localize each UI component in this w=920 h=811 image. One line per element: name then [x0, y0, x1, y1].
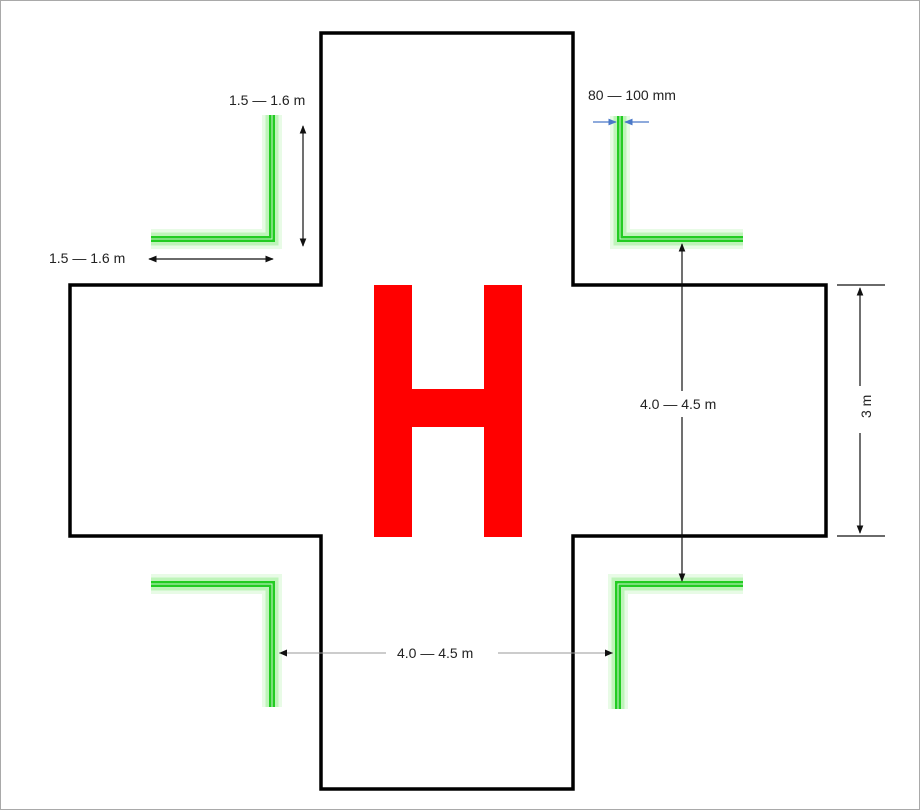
h-letter: H: [374, 285, 522, 537]
dimension-light-width: 80 — 100 mm: [588, 87, 676, 126]
corner-light-top-left: [151, 115, 282, 249]
dimension-spacing-vertical: 4.0 — 4.5 m: [640, 243, 716, 582]
corner-light-top-right: [610, 116, 743, 249]
dimension-arm-width: 3 m: [837, 284, 885, 537]
dimension-corner-vertical: 1.5 — 1.6 m: [229, 92, 307, 247]
dimension-spacing-horizontal: 4.0 — 4.5 m: [279, 645, 613, 661]
light-width-label: 80 — 100 mm: [588, 87, 676, 103]
corner-light-bottom-left: [151, 574, 282, 707]
corner-length-vertical-label: 1.5 — 1.6 m: [229, 92, 305, 108]
corner-length-horizontal-label: 1.5 — 1.6 m: [49, 250, 125, 266]
dimension-corner-horizontal: 1.5 — 1.6 m: [49, 250, 274, 266]
corner-light-bottom-right: [608, 574, 743, 709]
spacing-horizontal-label: 4.0 — 4.5 m: [397, 645, 473, 661]
arm-width-label: 3 m: [858, 395, 874, 418]
spacing-vertical-label: 4.0 — 4.5 m: [640, 396, 716, 412]
